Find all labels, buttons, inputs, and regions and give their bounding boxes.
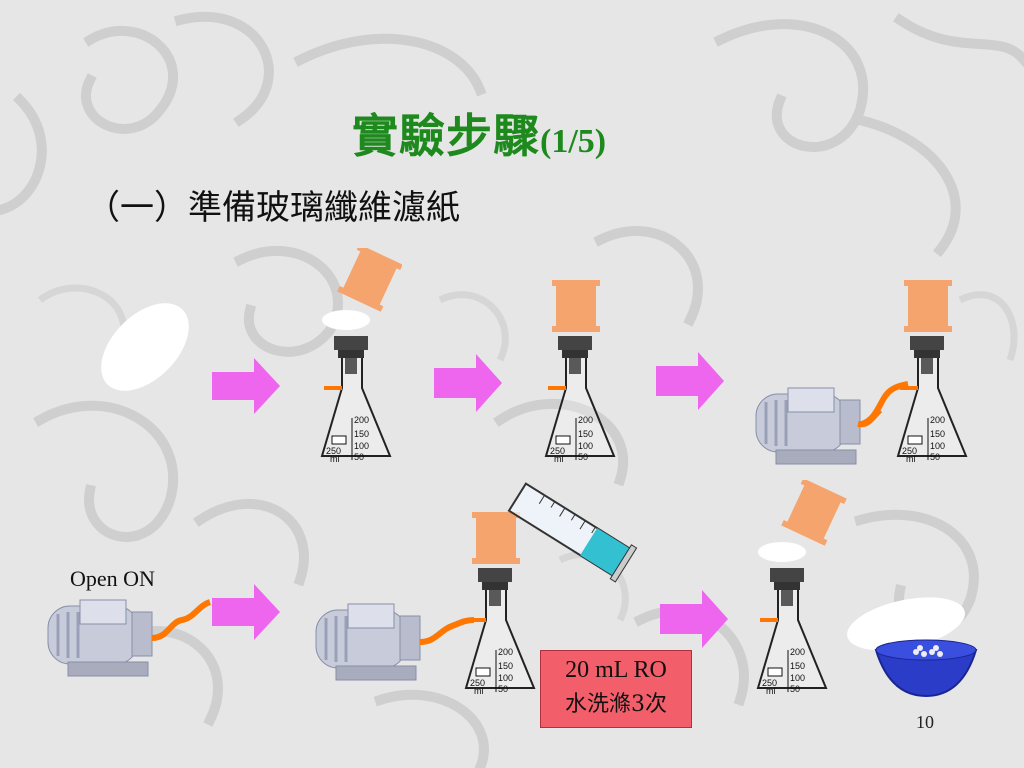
svg-text:150: 150 xyxy=(354,429,369,439)
svg-text:250: 250 xyxy=(326,446,341,456)
funnel-cup-icon xyxy=(904,280,952,332)
svg-text:150: 150 xyxy=(498,661,513,671)
svg-text:250: 250 xyxy=(902,446,917,456)
svg-text:50: 50 xyxy=(790,684,800,694)
note-rinse: 水洗滌3次 xyxy=(565,692,667,717)
svg-text:ml: ml xyxy=(554,454,564,464)
filter-flask-3: 200 150 100 50 250 ml xyxy=(896,280,968,464)
svg-text:50: 50 xyxy=(578,452,588,462)
svg-text:100: 100 xyxy=(578,441,593,451)
filter-paper-icon xyxy=(101,303,189,391)
drying-bowl-icon xyxy=(847,597,978,698)
arrow-right-icon xyxy=(212,358,280,414)
open-on-label: Open ON xyxy=(70,566,155,591)
svg-text:250: 250 xyxy=(550,446,565,456)
funnel-cup-icon xyxy=(552,280,600,332)
filter-paper-icon xyxy=(322,310,370,330)
svg-text:ml: ml xyxy=(330,454,340,464)
title-main: 實驗步驟 xyxy=(352,109,540,163)
tube-icon xyxy=(860,381,909,427)
title-part: (1/5) xyxy=(540,123,607,160)
filter-flask-5: 200 150 100 50 250 ml xyxy=(756,480,847,696)
filter-paper-icon xyxy=(758,542,806,562)
svg-text:200: 200 xyxy=(790,647,805,657)
funnel-cup-icon xyxy=(781,480,847,546)
filter-flask-1: 200 150 100 50 250 ml xyxy=(320,248,402,464)
svg-text:50: 50 xyxy=(498,684,508,694)
page-number: 10 xyxy=(916,712,934,732)
vacuum-pump-icon xyxy=(315,603,475,681)
svg-text:100: 100 xyxy=(354,441,369,451)
vacuum-pump-icon xyxy=(755,387,883,465)
svg-text:150: 150 xyxy=(930,429,945,439)
svg-text:ml: ml xyxy=(474,686,484,696)
page-title: 實驗步驟(1/5) xyxy=(352,100,606,166)
svg-text:50: 50 xyxy=(930,452,940,462)
svg-text:200: 200 xyxy=(578,415,593,425)
filter-flask-4: 200 150 100 50 250 ml xyxy=(464,512,536,696)
svg-text:50: 50 xyxy=(354,452,364,462)
svg-text:250: 250 xyxy=(470,678,485,688)
rinse-note-box: 20 mL RO 水洗滌3次 xyxy=(540,650,692,728)
note-volume: 20 mL RO xyxy=(565,657,667,683)
svg-text:100: 100 xyxy=(790,673,805,683)
section-subtitle: （一）準備玻璃纖維濾紙 xyxy=(86,188,460,228)
svg-text:150: 150 xyxy=(578,429,593,439)
arrow-right-icon xyxy=(660,590,728,648)
arrow-right-icon xyxy=(212,584,280,640)
funnel-cup-icon xyxy=(472,512,520,564)
funnel-cup-icon xyxy=(337,248,402,312)
vacuum-pump-icon xyxy=(47,599,212,677)
arrow-right-icon xyxy=(434,354,502,412)
svg-text:200: 200 xyxy=(930,415,945,425)
svg-text:200: 200 xyxy=(498,647,513,657)
svg-text:ml: ml xyxy=(906,454,916,464)
svg-text:150: 150 xyxy=(790,661,805,671)
svg-text:250: 250 xyxy=(762,678,777,688)
svg-text:100: 100 xyxy=(498,673,513,683)
svg-text:200: 200 xyxy=(354,415,369,425)
graduated-cylinder-icon xyxy=(507,482,638,583)
svg-text:ml: ml xyxy=(766,686,776,696)
filter-flask-2: 200 150 100 50 250 ml xyxy=(544,280,616,464)
arrow-right-icon xyxy=(656,352,724,410)
svg-text:100: 100 xyxy=(930,441,945,451)
